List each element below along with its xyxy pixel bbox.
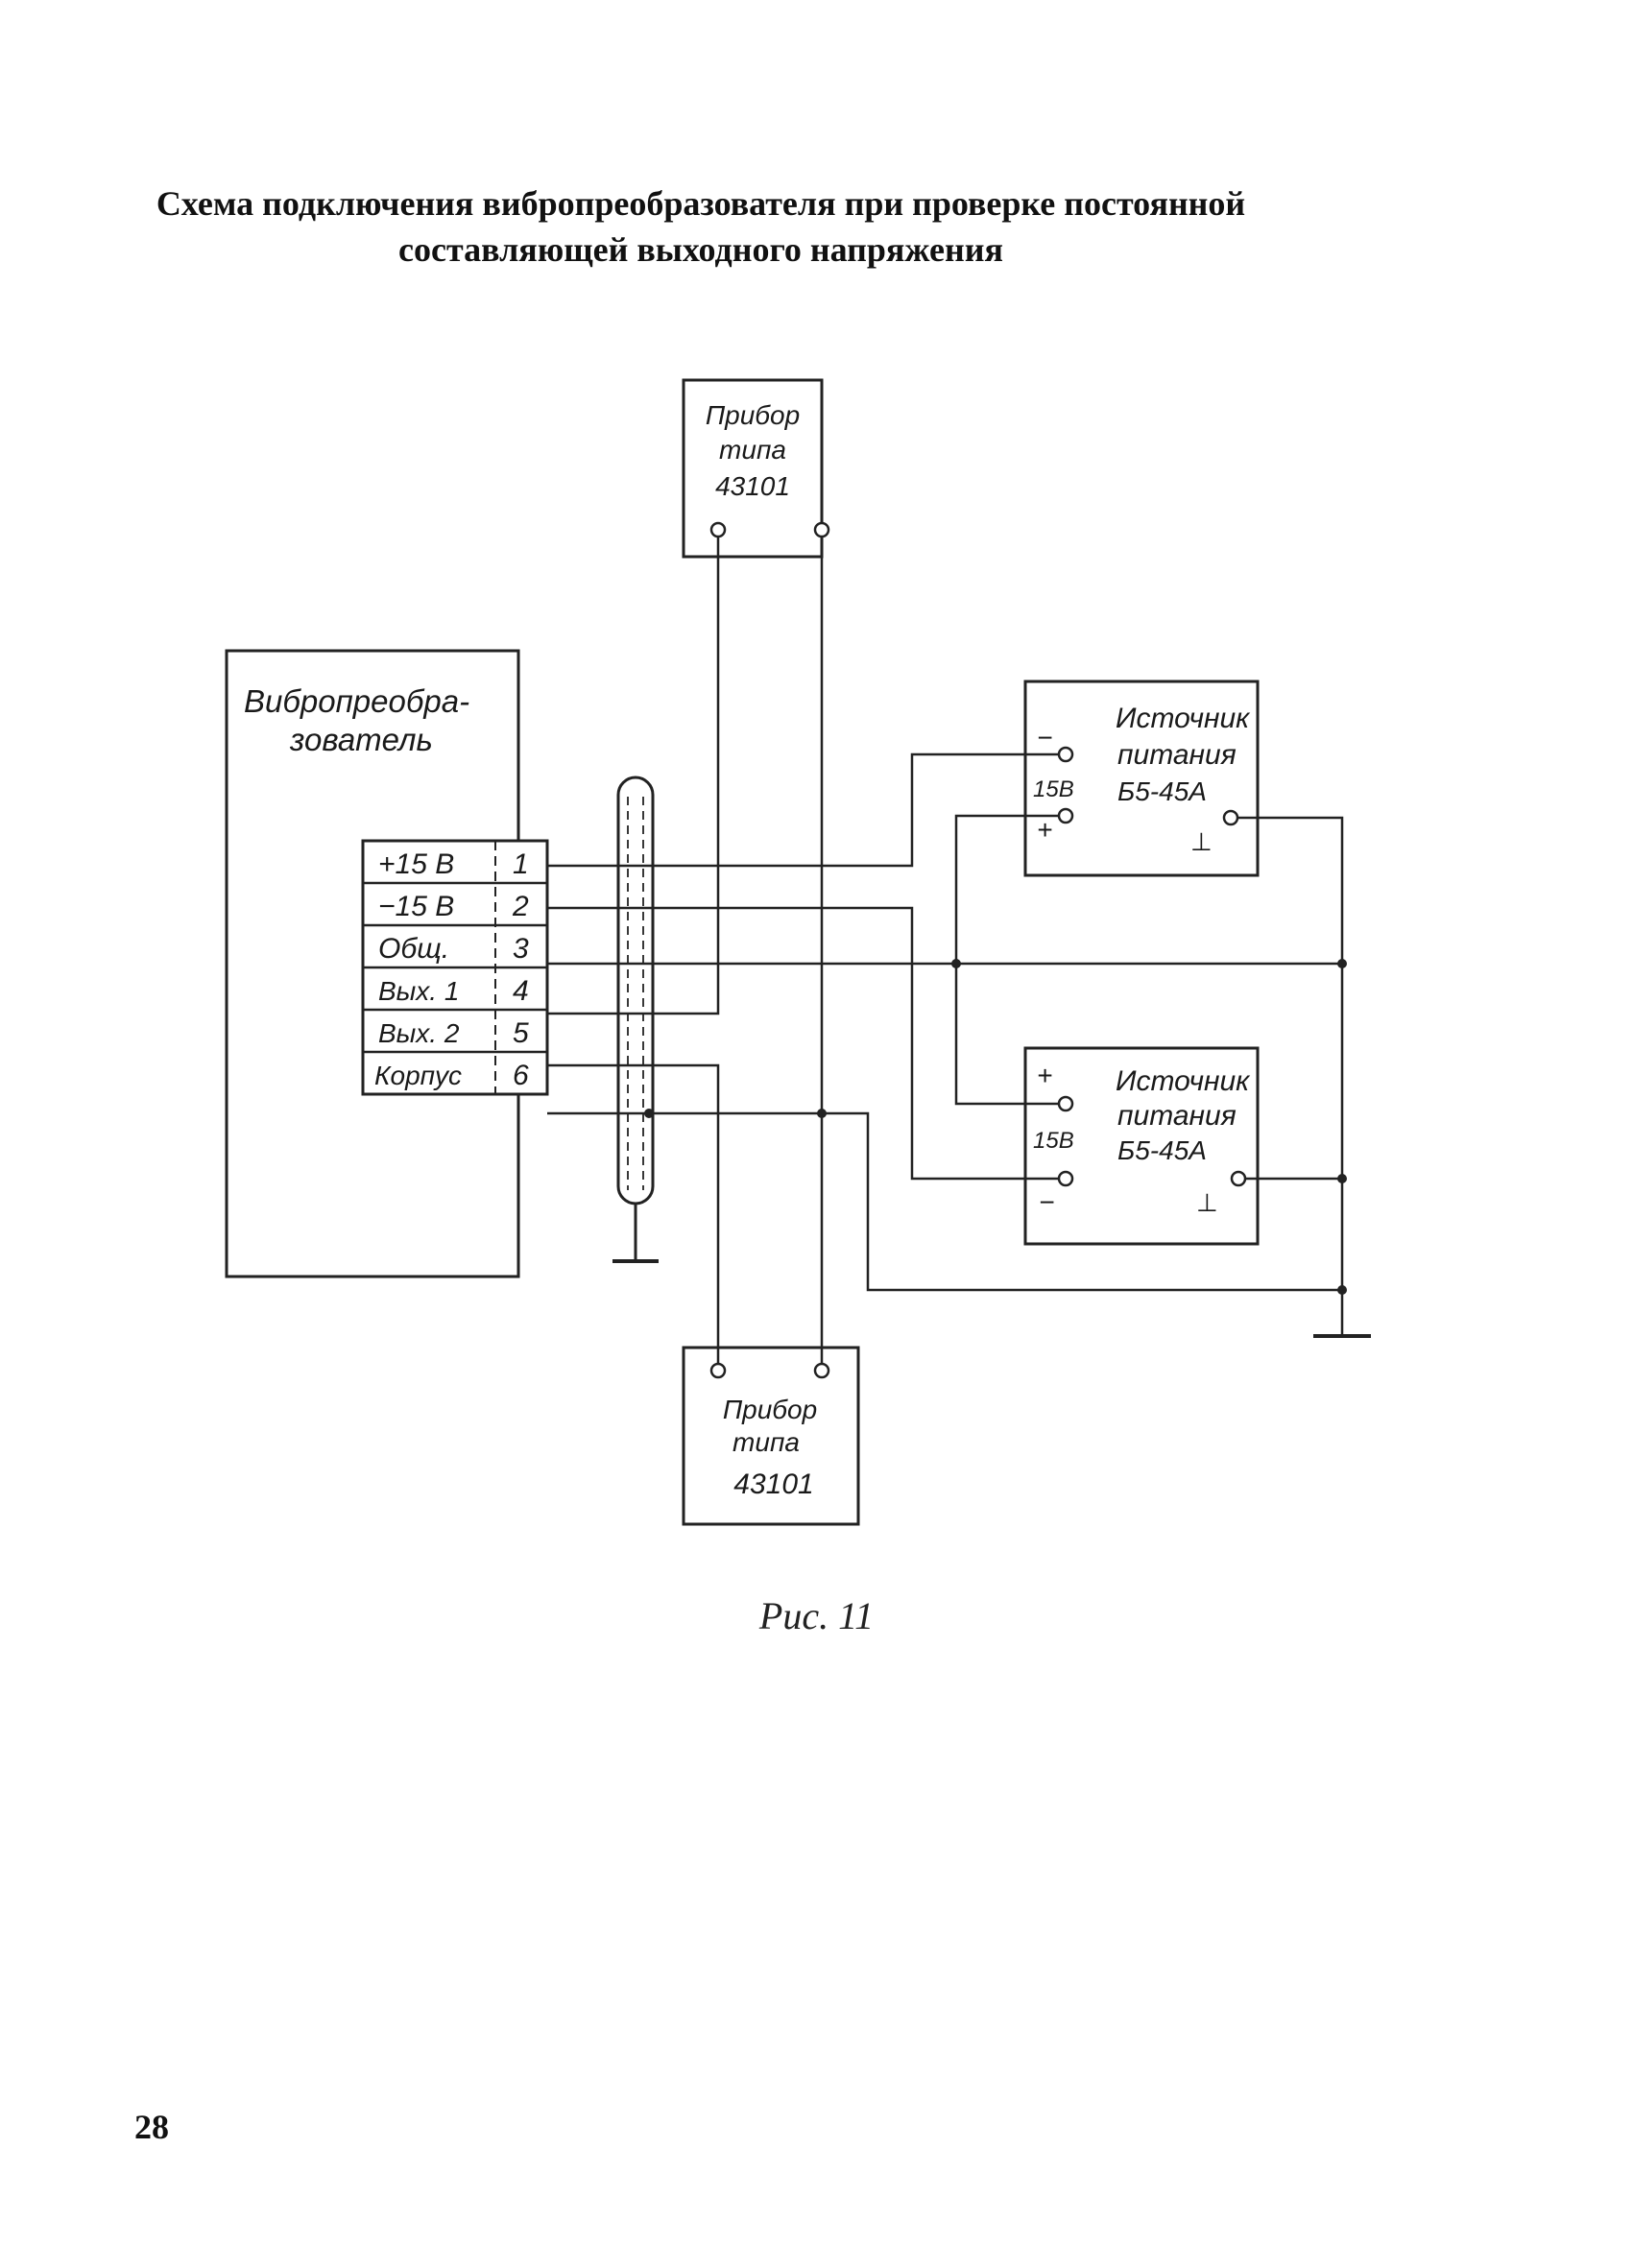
junction-dot <box>817 1109 827 1118</box>
wire-ground-bus <box>1237 816 1344 1334</box>
pin-number: 5 <box>513 1017 529 1049</box>
supply-top-minus-mark: − <box>1037 723 1052 752</box>
meter-top-label-2: типа <box>719 435 786 465</box>
figure-caption: Рис. 11 <box>758 1594 875 1637</box>
meter-top-terminal-left <box>709 521 727 538</box>
supply-top-ground-mark: ⊥ <box>1190 827 1213 856</box>
supply-top-plus-mark: + <box>1037 815 1052 845</box>
supply-bottom-terminal-minus <box>1057 1170 1074 1187</box>
supply-bottom-label-2: питания <box>1117 1100 1237 1132</box>
meter-top-label-3: 43101 <box>715 471 790 501</box>
pin-label: Общ. <box>378 933 449 965</box>
supply-bottom-box <box>1023 1046 1260 1246</box>
meter-bottom: Прибор типа 43101 <box>682 1346 860 1526</box>
wire-pin2-to-supply-bottom-minus <box>547 906 1059 1181</box>
junction-dot <box>1337 1285 1347 1295</box>
supply-bottom-voltage: 15В <box>1033 1128 1074 1154</box>
wire-pin6-housing <box>547 1111 1342 1292</box>
transducer-label-1: Вибропреобра- <box>244 683 469 719</box>
pin-number: 1 <box>513 848 529 880</box>
transducer: Вибропреобра- зователь +15 В 1 −15 В 2 О… <box>225 649 549 1278</box>
meter-bottom-label-2: типа <box>732 1427 800 1457</box>
shielded-cable <box>612 776 659 1263</box>
supply-top-voltage: 15В <box>1033 776 1074 802</box>
supply-top-terminal-plus <box>1057 807 1074 824</box>
meter-top: Прибор типа 43101 <box>682 378 830 559</box>
wire-pin4-to-meter-top <box>547 537 720 1015</box>
meter-top-label-1: Прибор <box>706 400 800 430</box>
wire-pin5-to-meter-bottom <box>547 1063 720 1364</box>
meter-bottom-terminal-right <box>813 1362 830 1379</box>
power-supply-top: Источник питания Б5-45А − 15В + ⊥ <box>1023 680 1260 877</box>
supply-top-terminal-minus <box>1057 746 1074 763</box>
supply-bottom-terminal-ground <box>1230 1170 1247 1187</box>
pin-label: +15 В <box>378 848 454 880</box>
supply-bottom-minus-mark: − <box>1039 1187 1054 1217</box>
pin-label: Вых. 1 <box>378 976 459 1006</box>
meter-bottom-label-1: Прибор <box>723 1395 817 1424</box>
meter-top-terminal-right <box>813 521 830 538</box>
cable-shield <box>616 776 655 1206</box>
junction-dot <box>951 959 961 968</box>
supply-bottom-plus-mark: + <box>1037 1061 1052 1090</box>
supply-top-label-3: Б5-45А <box>1117 776 1207 806</box>
transducer-label-2: зователь <box>289 722 433 757</box>
supply-bottom-label-1: Источник <box>1116 1065 1251 1097</box>
page-title: Схема подключения вибропреобразователя п… <box>115 180 1286 273</box>
wire-pin1-to-supply-top-minus <box>547 752 1059 868</box>
supply-top-label-2: питания <box>1117 739 1237 771</box>
meter-bottom-box <box>682 1346 860 1526</box>
pin-number: 2 <box>512 891 529 922</box>
supply-bottom-ground-mark: ⊥ <box>1196 1188 1218 1217</box>
pin-label: Корпус <box>374 1061 462 1090</box>
supply-top-box <box>1023 680 1260 877</box>
page-number: 28 <box>134 2108 169 2146</box>
supply-bottom-label-3: Б5-45А <box>1117 1135 1207 1165</box>
pin-number: 6 <box>513 1060 529 1091</box>
meter-bottom-terminal-left <box>709 1362 727 1379</box>
junction-dot <box>644 1109 654 1118</box>
pin-number: 3 <box>513 933 529 965</box>
meter-top-box <box>682 378 824 559</box>
title-line-1: Схема подключения вибропреобразователя п… <box>156 184 1246 223</box>
supply-top-label-1: Источник <box>1116 703 1251 734</box>
title-line-2: составляющей выходного напряжения <box>398 230 1003 269</box>
junction-dot <box>1337 959 1347 968</box>
supply-top-terminal-ground <box>1222 809 1239 826</box>
pin-label: −15 В <box>378 891 454 922</box>
power-supply-bottom: Источник питания Б5-45А + 15В − ⊥ <box>1023 1046 1260 1246</box>
supply-bottom-terminal-plus <box>1057 1095 1074 1112</box>
junction-dot <box>1337 1174 1347 1183</box>
pin-label: Вых. 2 <box>378 1018 460 1048</box>
meter-bottom-label-3: 43101 <box>733 1468 813 1500</box>
wiring <box>547 537 1371 1364</box>
pin-number: 4 <box>513 975 529 1007</box>
